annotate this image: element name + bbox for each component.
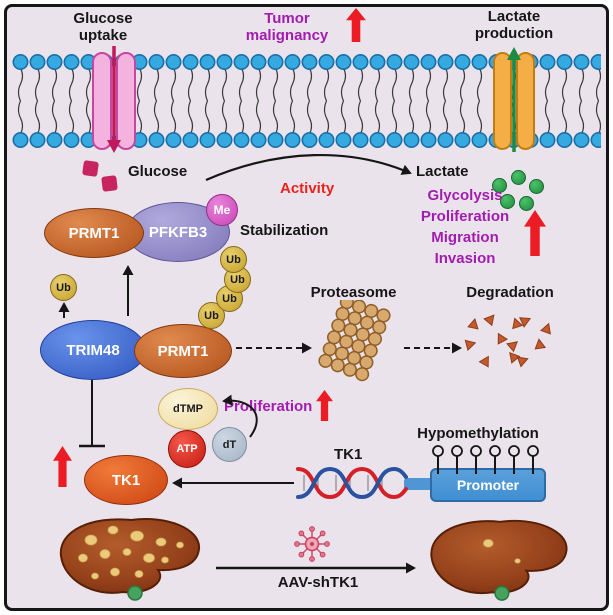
lactate-molecule-icon	[511, 170, 526, 185]
promoter-box: Promoter	[430, 468, 546, 502]
lactate-production-line1: Lactate	[487, 8, 541, 25]
proteasome-icon	[318, 300, 391, 382]
aav-shtk1-label: AAV-shTK1	[277, 574, 359, 591]
glucose-transporter-icon	[92, 52, 136, 150]
tumor-malignancy-line2: malignancy	[245, 27, 329, 45]
effect-migration-label: Migration	[431, 229, 499, 246]
tumor-malignancy-label: Tumor malignancy	[228, 10, 346, 45]
promoter-label: Promoter	[456, 477, 520, 493]
hypomethylation-lollipops-icon	[432, 445, 539, 474]
prmt1-label: PRMT1	[68, 224, 120, 242]
atp-molecule: ATP	[168, 430, 206, 468]
proliferation-label: Proliferation	[224, 398, 313, 415]
tk1-label: TK1	[111, 471, 141, 489]
prmt1-protein: PRMT1	[44, 208, 144, 258]
trim48-label: TRIM48	[66, 341, 120, 359]
effect-invasion-label: Invasion	[434, 250, 496, 267]
glucose-uptake-label: Glucose uptake	[53, 10, 153, 45]
glucose-molecule-icon	[101, 175, 118, 192]
ub-label: Ub	[204, 309, 219, 322]
dtmp-molecule: dTMP	[158, 388, 218, 430]
effect-proliferation-label: Proliferation	[420, 208, 510, 225]
degradation-label: Degradation	[466, 284, 554, 301]
tumor-malignancy-up-arrow-icon	[346, 8, 366, 42]
lactate-molecule-icon	[492, 178, 507, 193]
activity-label: Activity	[280, 180, 335, 197]
trim48-protein: TRIM48	[40, 320, 146, 380]
methyl-label: Me	[213, 203, 231, 217]
pfkfb3-label: PFKFB3	[148, 223, 208, 241]
ub-label: Ub	[56, 281, 71, 294]
tk1-protein: TK1	[84, 455, 168, 505]
stabilization-label: Stabilization	[240, 222, 329, 239]
lactate-label: Lactate	[416, 163, 469, 180]
glucose-uptake-line2: uptake	[78, 27, 128, 45]
glucose-molecule-icon	[82, 160, 99, 177]
degradation-fragments-icon	[464, 314, 551, 368]
ub-label: Ub	[226, 253, 241, 266]
lactate-transporter-icon	[493, 52, 535, 150]
ubiquitin-icon: Ub	[220, 246, 247, 273]
tumor-malignancy-line1: Tumor	[264, 10, 310, 27]
ubiquitin-icon: Ub	[50, 274, 77, 301]
prmt1-ubiquitinated-protein: PRMT1	[134, 324, 232, 378]
dt-label: dT	[222, 438, 237, 451]
methyl-mark: Me	[206, 194, 238, 226]
glucose-uptake-line1: Glucose	[73, 10, 133, 27]
proteasome-label: Proteasome	[310, 284, 397, 301]
treated-liver-icon	[430, 519, 568, 601]
lactate-molecule-icon	[519, 196, 534, 211]
hypomethylation-label: Hypomethylation	[417, 425, 539, 442]
proliferation-up-arrow-icon	[316, 390, 333, 421]
lactate-production-line2: production	[474, 25, 554, 43]
dtmp-label: dTMP	[173, 403, 203, 415]
ub-label: Ub	[230, 273, 245, 286]
tk1-up-arrow-icon	[53, 446, 72, 487]
effects-up-arrow-icon	[524, 210, 546, 256]
ub-label: Ub	[222, 292, 237, 305]
tk1-gene-label: TK1	[334, 446, 363, 463]
lactate-molecule-icon	[529, 179, 544, 194]
aav-virus-icon	[294, 526, 330, 562]
lactate-molecule-icon	[500, 194, 515, 209]
tumor-liver-icon	[59, 518, 201, 601]
dt-molecule: dT	[212, 427, 247, 462]
lactate-production-label: Lactate production	[462, 8, 566, 43]
gene-bar	[404, 478, 434, 490]
effect-glycolysis-label: Glycolysis	[427, 187, 503, 204]
prmt1-label: PRMT1	[157, 342, 209, 360]
atp-label: ATP	[176, 443, 198, 455]
dna-helix-icon	[296, 466, 408, 500]
glucose-label: Glucose	[128, 163, 188, 180]
